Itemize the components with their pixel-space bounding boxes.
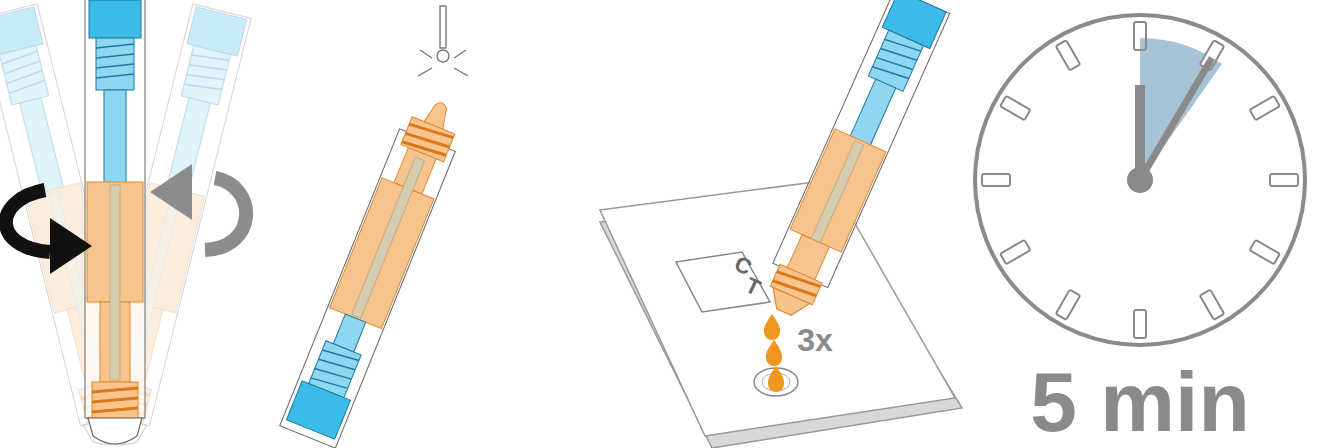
tube-rotation xyxy=(0,0,251,448)
test-cassette xyxy=(600,0,962,448)
timer-clock xyxy=(975,15,1305,345)
drop-count: 3x xyxy=(797,324,833,356)
tube-tip-break xyxy=(280,6,470,448)
wait-time: 5 min xyxy=(1030,360,1249,444)
